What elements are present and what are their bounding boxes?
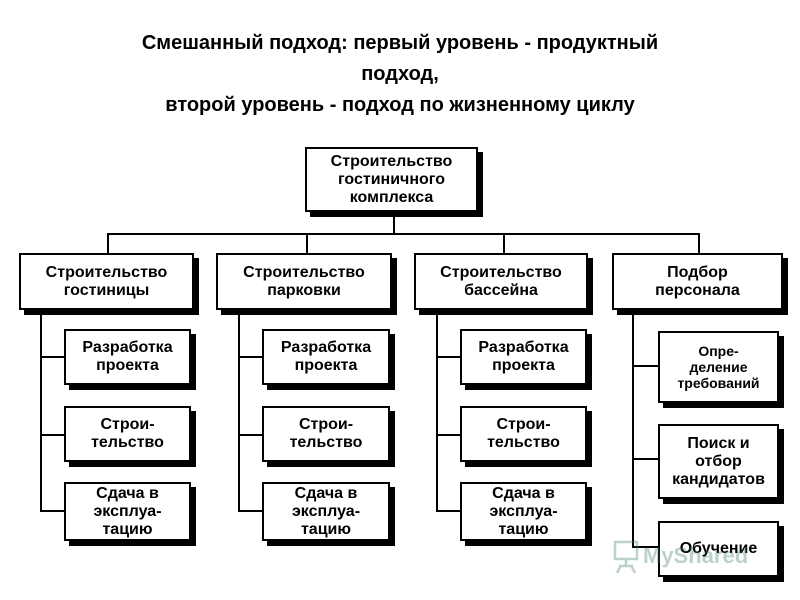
- branch-3-tick-1: [436, 356, 460, 358]
- watermark-logo: MyShared: [613, 540, 748, 574]
- branch-4-tick-3: [632, 546, 658, 548]
- branch-1-child-3: Сдача в эксплуа- тацию: [64, 482, 191, 541]
- title-line-1: Смешанный подход: первый уровень - проду…: [141, 32, 659, 54]
- branch-4-tick-1: [632, 365, 658, 367]
- branch-2-tick-2: [238, 434, 262, 436]
- branch-1-child-3-line-2: эксплуа-: [93, 502, 162, 520]
- branch-4-drop-line: [698, 233, 700, 253]
- branch-3-tick-2: [436, 434, 460, 436]
- branch-3-child-2-line-2: тельство: [487, 434, 560, 451]
- branch-4-child-3: Обучение: [658, 521, 779, 577]
- branch-1-child-3-line-1: Сдача в: [96, 484, 159, 502]
- branch-2-header-line-1: Строительство: [243, 263, 365, 281]
- branch-1-header-line-2: гостиницы: [63, 281, 150, 299]
- branch-1-tick-1: [40, 356, 64, 358]
- root-node: Строительство гостиничного комплекса: [305, 147, 478, 212]
- branch-2-child-2-line-2: тельство: [289, 434, 363, 451]
- branch-3-tick-3: [436, 510, 460, 512]
- branch-4-header-line-2: персонала: [655, 281, 740, 299]
- root-node-line-2: гостиничного: [337, 170, 446, 188]
- branch-3-drop-line: [503, 233, 505, 253]
- branch-4-child-2: Поиск и отбор кандидатов: [658, 424, 779, 499]
- branch-4-child-1-line-1: Опре-: [698, 343, 739, 359]
- branch-4-child-2-line-2: отбор: [695, 452, 742, 470]
- branch-1-child-1-line-2: проекта: [96, 357, 159, 374]
- branch-2-child-3-line-1: Сдача в: [294, 484, 358, 502]
- branch-4-child-3-line-1: Обучение: [679, 540, 758, 557]
- branch-1-spine-line: [40, 310, 42, 512]
- branch-2-tick-1: [238, 356, 262, 358]
- root-node-line-3: комплекса: [349, 188, 434, 206]
- branch-2-child-3-line-2: эксплуа-: [291, 502, 361, 520]
- branch-3-child-3: Сдача в эксплуа- тацию: [460, 482, 587, 541]
- root-node-line-1: Строительство: [330, 152, 453, 170]
- branch-2-child-2: Строи- тельство: [262, 406, 390, 462]
- branch-2-child-3-line-3: тацию: [300, 520, 352, 538]
- branch-1-header: Строительство гостиницы: [19, 253, 194, 310]
- root-stem-line: [393, 214, 395, 235]
- branch-3-spine-line: [436, 310, 438, 512]
- branch-3-child-1: Разработка проекта: [460, 329, 587, 385]
- branch-1-child-1-line-1: Разработка: [82, 339, 173, 356]
- branch-1-drop-line: [107, 233, 109, 253]
- branch-1-child-2: Строи- тельство: [64, 406, 191, 462]
- title-line-2: подход,: [361, 63, 439, 85]
- branch-4-header-line-1: Подбор: [667, 263, 728, 281]
- diagram-title: Смешанный подход: первый уровень - проду…: [30, 28, 770, 121]
- branch-2-spine-line: [238, 310, 240, 512]
- watermark-text: MyShared: [643, 543, 748, 568]
- branch-4-child-1-line-3: требований: [677, 375, 760, 391]
- branch-4-header: Подбор персонала: [612, 253, 783, 310]
- branch-2-drop-line: [306, 233, 308, 253]
- branch-2-tick-3: [238, 510, 262, 512]
- branch-4-tick-2: [632, 458, 658, 460]
- branch-4-child-1-line-2: деление: [689, 359, 748, 375]
- branch-3-child-3-line-1: Сдача в: [492, 484, 555, 502]
- branch-3-header-line-1: Строительство: [440, 263, 562, 281]
- branch-3-child-3-line-2: эксплуа-: [489, 502, 558, 520]
- watermark-monitor-icon: [613, 540, 639, 574]
- branch-3-header-line-2: бассейна: [464, 281, 538, 299]
- branch-1-child-1: Разработка проекта: [64, 329, 191, 385]
- branch-4-child-1: Опре- деление требований: [658, 331, 779, 403]
- branch-4-child-2-line-3: кандидатов: [672, 470, 765, 488]
- branch-2-child-2-line-1: Строи-: [298, 416, 354, 433]
- branch-1-tick-2: [40, 434, 64, 436]
- branch-2-child-3: Сдача в эксплуа- тацию: [262, 482, 390, 541]
- branch-1-tick-3: [40, 510, 64, 512]
- branch-1-child-2-line-1: Строи-: [100, 416, 155, 433]
- branch-2-child-1-line-1: Разработка: [280, 339, 372, 356]
- branch-1-header-line-1: Строительство: [45, 263, 168, 281]
- branch-2-child-1-line-2: проекта: [294, 357, 358, 374]
- level1-bus-line: [107, 233, 700, 235]
- branch-3-child-2: Строи- тельство: [460, 406, 587, 462]
- branch-3-child-3-line-3: тацию: [498, 520, 549, 538]
- branch-4-spine-line: [632, 310, 634, 548]
- branch-1-child-3-line-3: тацию: [102, 520, 153, 538]
- branch-3-header: Строительство бассейна: [414, 253, 588, 310]
- branch-2-header-line-2: парковки: [267, 281, 341, 299]
- branch-3-child-1-line-2: проекта: [492, 357, 555, 374]
- branch-3-child-1-line-1: Разработка: [478, 339, 569, 356]
- branch-3-child-2-line-1: Строи-: [496, 416, 551, 433]
- branch-2-child-1: Разработка проекта: [262, 329, 390, 385]
- branch-2-header: Строительство парковки: [216, 253, 392, 310]
- branch-1-child-2-line-2: тельство: [91, 434, 164, 451]
- branch-4-child-2-line-1: Поиск и: [687, 434, 750, 452]
- title-line-3: второй уровень - подход по жизненному ци…: [165, 94, 635, 116]
